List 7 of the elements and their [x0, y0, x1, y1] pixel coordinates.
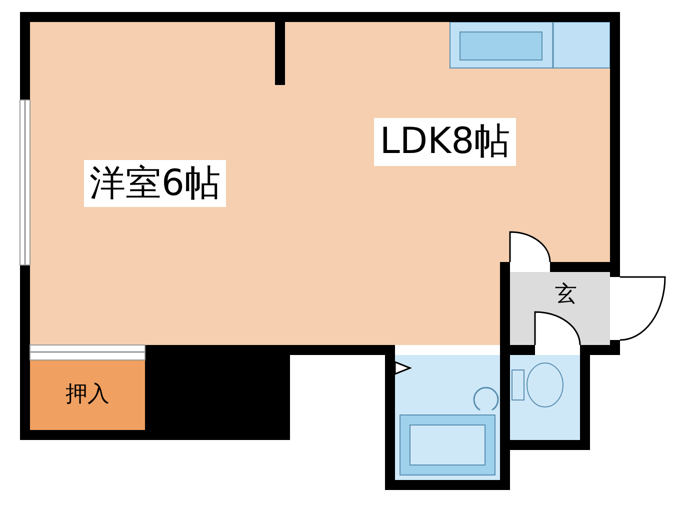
room-label: 押入: [66, 382, 110, 408]
room: [30, 360, 145, 430]
room-label: 洋室6帖: [84, 160, 226, 208]
room-label: LDK8帖: [374, 118, 516, 166]
room: [30, 22, 280, 345]
room: [510, 272, 610, 308]
room-label: 玄: [555, 282, 577, 307]
